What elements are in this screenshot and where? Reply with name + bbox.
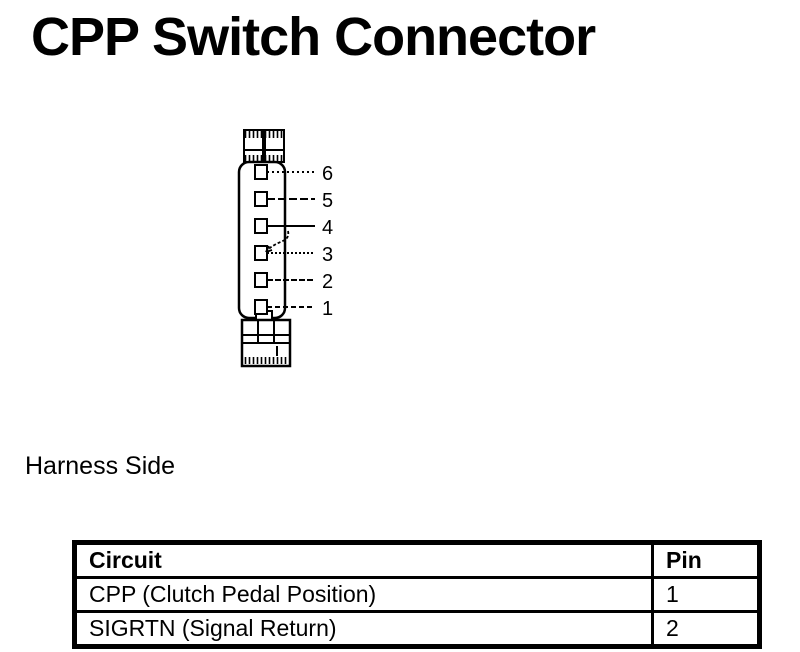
- col-header-pin: Pin: [651, 541, 761, 579]
- pin-label-2: 2: [322, 271, 333, 293]
- connector-top-tabs: [243, 129, 285, 163]
- pin-circuit-table: Circuit Pin CPP (Clutch Pedal Position) …: [72, 540, 762, 649]
- harness-side-caption: Harness Side: [25, 452, 176, 480]
- cell-pin-1: 1: [651, 576, 761, 613]
- connector-lock-block: [240, 310, 292, 368]
- connector-body: [237, 160, 287, 320]
- table-row: CPP (Clutch Pedal Position) 1: [73, 576, 761, 613]
- col-header-circuit: Circuit: [73, 541, 654, 579]
- pin-label-3: 3: [322, 244, 333, 266]
- cell-circuit-cpp: CPP (Clutch Pedal Position): [73, 576, 654, 613]
- pin-wire-squiggle: [265, 230, 290, 253]
- cell-pin-2: 2: [651, 610, 761, 648]
- table-row: SIGRTN (Signal Return) 2: [73, 610, 761, 648]
- page-title: CPP Switch Connector: [31, 7, 596, 67]
- pin-number-labels: 6 5 4 3 2 1: [322, 163, 333, 320]
- pin-label-4: 4: [322, 217, 333, 239]
- cell-circuit-sigrtn: SIGRTN (Signal Return): [73, 610, 654, 648]
- connector-diagram: 6 5 4 3 2 1: [237, 129, 333, 368]
- pin-label-6: 6: [322, 163, 333, 185]
- pin-leader-lines: [267, 171, 315, 308]
- pin-label-1: 1: [322, 298, 333, 320]
- pin-label-5: 5: [322, 190, 333, 212]
- table-header-row: Circuit Pin: [73, 541, 761, 579]
